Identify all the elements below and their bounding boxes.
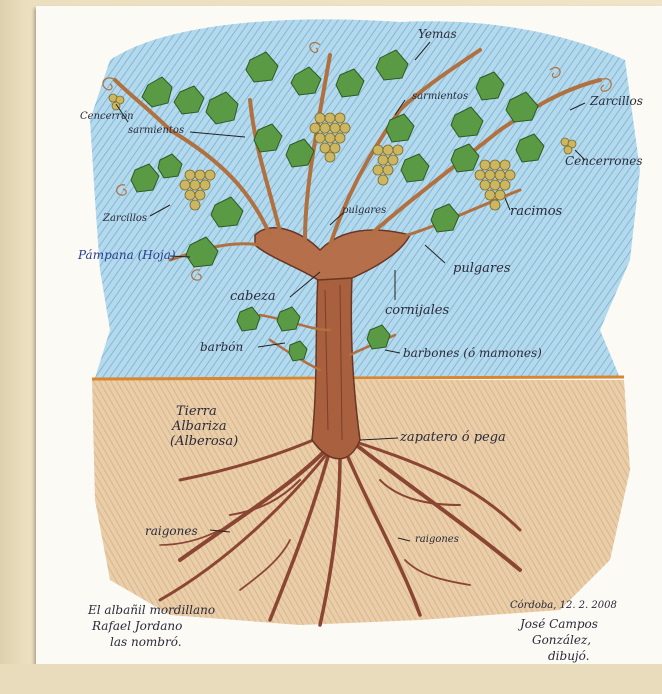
ground-line (92, 377, 624, 379)
credit-right-name-1: José Campos (520, 618, 598, 630)
credit-right-date: Córdoba, 12. 2. 2008 (510, 601, 617, 611)
label-raigones-left: raigones (145, 525, 198, 537)
label-zarcillos-right: Zarcillos (590, 95, 643, 107)
credit-right-drew: dibujó. (548, 650, 589, 662)
credit-left-line-3: las nombró. (110, 636, 182, 648)
label-sarmientos-left: sarmientos (128, 126, 184, 136)
credit-right-name-2: González, (532, 634, 591, 646)
label-barbon: barbón (200, 341, 243, 353)
label-raigones-right: raigones (415, 535, 459, 545)
label-zarcillos-left: Zarcillos (103, 214, 147, 224)
credit-left-line-2: Rafael Jordano (92, 620, 182, 632)
label-tierra-2: Albariza (172, 420, 227, 433)
label-barbones: barbones (ó mamones) (403, 347, 542, 359)
label-cornijales: cornijales (385, 304, 449, 317)
label-tierra-3: (Alberosa) (170, 435, 238, 448)
label-cabeza: cabeza (230, 290, 276, 303)
label-cencerron: Cencerrón (80, 112, 134, 122)
soil-area (92, 380, 630, 625)
label-sarmientos-right: sarmientos (412, 92, 468, 102)
label-tierra-1: Tierra (176, 405, 217, 418)
label-pampana: Pámpana (Hoja) (78, 249, 176, 261)
label-yemas: Yemas (418, 28, 457, 40)
label-racimos: racimos (510, 205, 562, 218)
label-zapatero: zapatero ó pega (400, 431, 506, 444)
label-pulgares-top: pulgares (342, 206, 386, 216)
sky-area (90, 19, 640, 378)
credit-left-line-1: El albañil mordillano (88, 604, 215, 616)
label-pulgares-right: pulgares (453, 262, 511, 275)
label-cencerrones: Cencerrones (565, 155, 643, 167)
